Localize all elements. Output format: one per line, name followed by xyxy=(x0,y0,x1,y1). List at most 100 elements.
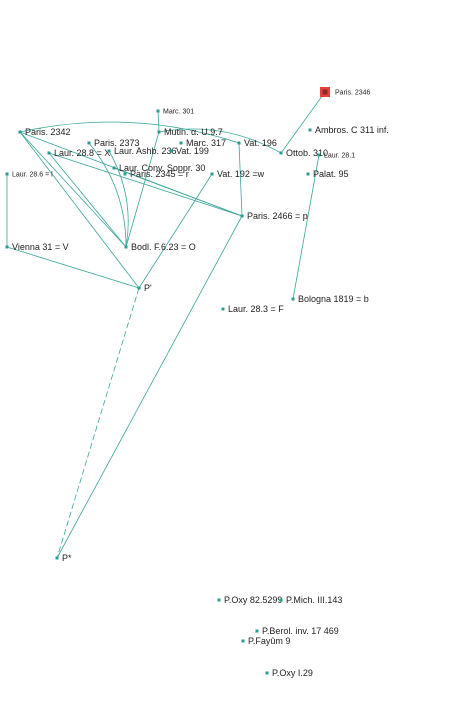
node-marker xyxy=(47,151,51,155)
node-bologna[interactable]: Bologna 1819 = b xyxy=(291,294,369,304)
node-paris2346[interactable]: Paris. 2346 xyxy=(320,87,371,97)
node-vat192[interactable]: Vat. 192 =w xyxy=(210,169,265,179)
node-marker xyxy=(308,128,312,132)
node-palat95[interactable]: Palat. 95 xyxy=(306,169,349,179)
node-label: Paris. 2345 = r xyxy=(130,169,189,179)
node-pfayum[interactable]: P.Fayûm 9 xyxy=(241,636,291,646)
node-label: Marc. 301 xyxy=(163,108,194,115)
node-marc301[interactable]: Marc. 301 xyxy=(156,108,195,115)
node-label: Paris. 2342 xyxy=(25,127,71,137)
node-bodl[interactable]: Bodl. F.6.23 = O xyxy=(124,242,196,252)
node-label: P.Oxy I.29 xyxy=(272,668,313,678)
node-label: Vat. 196 xyxy=(244,138,277,148)
node-marker xyxy=(217,598,221,602)
highlight-marker-core xyxy=(322,89,328,95)
edge-vat192-to-pprime xyxy=(138,173,213,289)
node-label: P.Fayûm 9 xyxy=(248,636,290,646)
edge-vat196-to-paris2466 xyxy=(238,142,243,217)
node-pberol[interactable]: P.Berol. inv. 17 469 xyxy=(255,626,339,636)
node-laur286[interactable]: Laur. 28.6 = l xyxy=(5,171,54,178)
edge-laurashb-to-bodl xyxy=(108,150,129,248)
node-label: Ottob. 310 xyxy=(286,148,328,158)
node-marker xyxy=(112,166,116,170)
node-label: Bodl. F.6.23 = O xyxy=(131,242,196,252)
node-marker xyxy=(87,141,91,145)
node-poxy82[interactable]: P.Oxy 82.5299 xyxy=(217,595,283,605)
node-marker xyxy=(124,245,128,249)
node-marker xyxy=(255,629,259,633)
node-vat196[interactable]: Vat. 196 xyxy=(237,138,277,148)
node-marker xyxy=(179,141,183,145)
node-label: Mutin. α. U.9.7 xyxy=(164,127,223,137)
edge-paris2342-to-vat196 xyxy=(19,121,240,144)
edge-laur288-to-paris2466 xyxy=(48,152,243,217)
node-marker xyxy=(279,598,283,602)
node-label: Laur. 28.1 xyxy=(324,152,355,159)
node-marker xyxy=(291,297,295,301)
node-label: Laur. Ashb. 236 xyxy=(114,146,177,156)
node-marker xyxy=(240,214,244,218)
node-label: Paris. 2466 = p xyxy=(247,211,308,221)
node-marker xyxy=(18,130,22,134)
node-laur281[interactable]: Laur. 28.1 xyxy=(317,152,356,159)
node-marker xyxy=(306,172,310,176)
node-label: Palat. 95 xyxy=(313,169,349,179)
node-paris2345[interactable]: Paris. 2345 = r xyxy=(123,169,189,179)
edge-ottob-to-paris2346 xyxy=(280,91,326,154)
edge-paris2466-to-pstar xyxy=(56,215,243,559)
node-marker xyxy=(210,172,214,176)
node-marker xyxy=(317,153,321,157)
edge-vienna31-to-pprime xyxy=(6,246,140,289)
node-marker xyxy=(241,639,245,643)
node-marker xyxy=(156,109,160,113)
node-label: Laur. 28.6 = l xyxy=(12,171,53,178)
node-laurashb[interactable]: Laur. Ashb. 236 xyxy=(107,146,177,156)
node-label: P.Berol. inv. 17 469 xyxy=(262,626,339,636)
edge-laurconv-to-paris2466 xyxy=(113,167,243,217)
node-marker xyxy=(157,130,161,134)
node-marker xyxy=(137,286,141,290)
edge-mutin-to-ottob xyxy=(158,128,282,154)
node-marker xyxy=(279,151,283,155)
node-marker xyxy=(55,556,59,560)
node-paris2342[interactable]: Paris. 2342 xyxy=(18,127,71,137)
node-label: P.Mich. III.143 xyxy=(286,595,342,605)
node-paris2466[interactable]: Paris. 2466 = p xyxy=(240,211,308,221)
node-marker xyxy=(123,172,127,176)
node-marker xyxy=(5,245,9,249)
node-vienna31[interactable]: Vienna 31 = V xyxy=(5,242,69,252)
node-laur283[interactable]: Laur. 28.3 = F xyxy=(221,304,285,314)
node-label: Marc. 317 xyxy=(186,138,226,148)
node-marker xyxy=(265,671,269,675)
node-poxy129[interactable]: P.Oxy I.29 xyxy=(265,668,313,678)
node-label: P.Oxy 82.5299 xyxy=(224,595,282,605)
node-label: P' xyxy=(144,283,152,293)
node-pstar[interactable]: P* xyxy=(55,553,73,563)
node-label: Vat. 192 =w xyxy=(217,169,265,179)
edge-mutin-to-bodl xyxy=(125,131,160,248)
node-label: P* xyxy=(62,553,72,563)
node-marker xyxy=(107,149,111,153)
node-mutin[interactable]: Mutin. α. U.9.7 xyxy=(157,127,223,137)
node-pmich[interactable]: P.Mich. III.143 xyxy=(279,595,343,605)
node-label: Bologna 1819 = b xyxy=(298,294,369,304)
node-marc317[interactable]: Marc. 317 xyxy=(179,138,227,148)
edge-paris2342-to-pprime xyxy=(19,131,140,289)
node-marker xyxy=(237,141,241,145)
node-pprime[interactable]: P' xyxy=(137,283,153,293)
edge-paris2342-to-bodl xyxy=(19,131,127,248)
edge-pprime-to-pstar xyxy=(56,287,140,559)
edge-mutin-to-marc301 xyxy=(157,110,160,133)
node-ottob[interactable]: Ottob. 310 xyxy=(279,148,329,158)
node-paris2373[interactable]: Paris. 2373 xyxy=(87,138,140,148)
node-laurconv[interactable]: Laur. Conv. Soppr. 30 xyxy=(112,163,206,173)
node-ambros[interactable]: Ambros. C 311 inf. xyxy=(308,125,389,135)
node-label: Laur. Conv. Soppr. 30 xyxy=(119,163,205,173)
node-label: Laur. 28.8 = X xyxy=(54,148,110,158)
edge-laur281-to-bologna xyxy=(292,154,320,300)
node-laur288[interactable]: Laur. 28.8 = X xyxy=(47,148,111,158)
node-vat199[interactable]: Vat. 199 xyxy=(169,146,209,156)
node-label: Laur. 28.3 = F xyxy=(228,304,284,314)
